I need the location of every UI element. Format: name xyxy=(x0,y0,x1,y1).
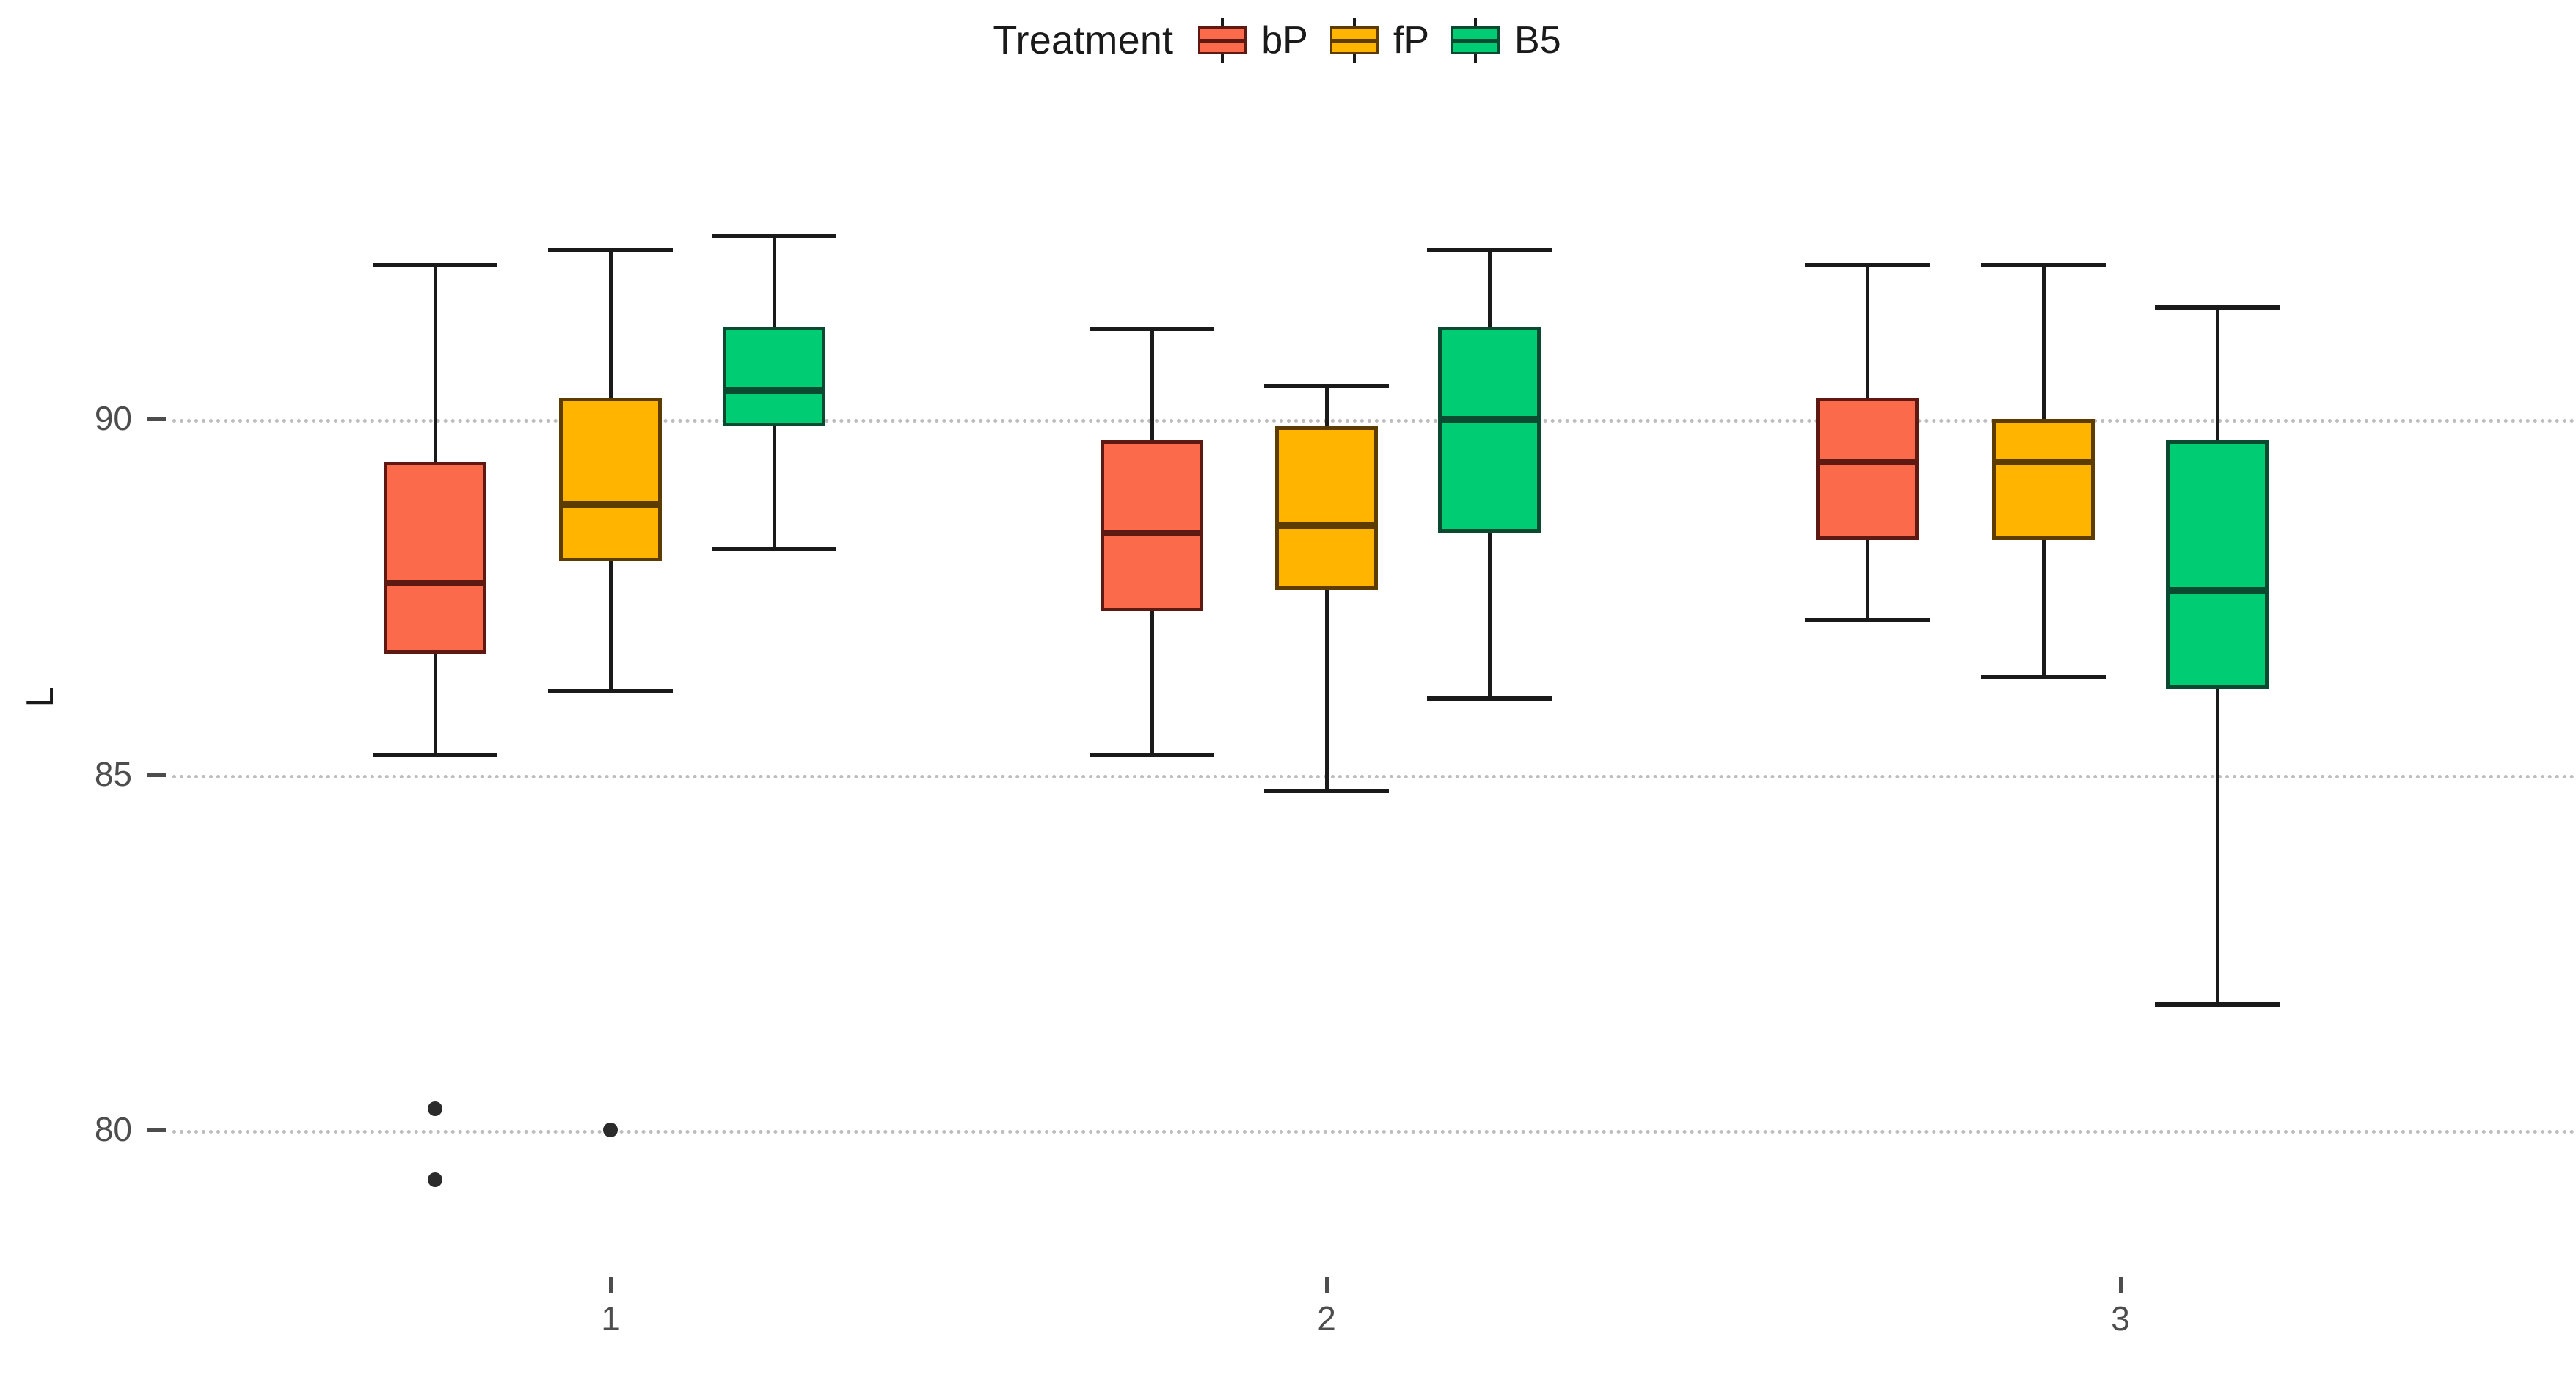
y-tick-label-90: 90 xyxy=(94,399,132,437)
median-line xyxy=(1438,416,1541,423)
whisker-upper xyxy=(1866,262,1869,398)
whisker-cap-upper xyxy=(1264,383,1389,388)
median-line xyxy=(1992,459,2095,466)
box-iqr xyxy=(1992,419,2095,540)
whisker-upper xyxy=(1325,383,1329,426)
x-tick-mark-3 xyxy=(2119,1277,2123,1293)
y-tick-label-80: 80 xyxy=(94,1110,132,1148)
median-line xyxy=(1101,530,1203,537)
whisker-cap-lower xyxy=(548,689,673,694)
whisker-lower xyxy=(773,426,776,547)
whisker-lower xyxy=(609,561,613,690)
legend-entry-B5[interactable]: B5 xyxy=(1451,18,1561,63)
legend-title: Treatment xyxy=(993,18,1174,62)
box-iqr xyxy=(1816,397,1919,540)
outlier-point xyxy=(603,1123,618,1137)
whisker-cap-lower xyxy=(1090,753,1214,758)
whisker-lower xyxy=(1488,533,1492,696)
x-tick-label-1: 1 xyxy=(601,1299,620,1338)
whisker-upper xyxy=(1488,248,1492,327)
whisker-cap-lower xyxy=(1427,696,1552,701)
outlier-point xyxy=(428,1172,442,1187)
whisker-lower xyxy=(434,653,437,754)
box-iqr xyxy=(559,397,662,561)
legend-label-fP: fP xyxy=(1393,19,1430,62)
box-iqr xyxy=(1275,426,1378,590)
box-iqr xyxy=(1101,440,1203,611)
whisker-lower xyxy=(1866,539,1869,619)
whisker-lower xyxy=(2216,689,2219,1002)
legend-entry-fP[interactable]: fP xyxy=(1329,18,1430,63)
x-tick-mark-2 xyxy=(1325,1277,1329,1293)
whisker-cap-lower xyxy=(1981,674,2106,679)
legend-entries: bP fP B5 xyxy=(1198,18,1583,63)
whisker-cap-lower xyxy=(2155,1002,2280,1007)
legend-key-icon-B5 xyxy=(1451,18,1500,63)
whisker-cap-lower xyxy=(1264,788,1389,793)
gridline-y-85 xyxy=(172,774,2576,778)
box-iqr xyxy=(2166,440,2269,690)
whisker-upper xyxy=(434,262,437,462)
gridline-y-80 xyxy=(172,1130,2576,1134)
median-line xyxy=(559,501,662,508)
box-iqr xyxy=(1438,327,1541,533)
x-tick-mark-1 xyxy=(609,1277,613,1293)
whisker-cap-lower xyxy=(1805,618,1930,623)
whisker-cap-upper xyxy=(548,248,673,253)
whisker-lower xyxy=(2042,539,2046,675)
gridline-y-90 xyxy=(172,419,2576,423)
median-line xyxy=(1275,522,1378,530)
median-line xyxy=(2166,586,2269,594)
legend-label-bP: bP xyxy=(1261,19,1308,62)
whisker-upper xyxy=(2042,262,2046,419)
whisker-cap-lower xyxy=(373,753,497,758)
whisker-upper xyxy=(2216,304,2219,441)
whisker-upper xyxy=(1150,327,1154,441)
legend: Treatment bP fP B5 xyxy=(0,0,2576,81)
whisker-cap-upper xyxy=(1427,248,1552,253)
whisker-cap-upper xyxy=(1981,262,2106,267)
legend-key-icon-bP xyxy=(1198,18,1247,63)
y-tick-mark-90 xyxy=(147,417,166,421)
legend-entry-bP[interactable]: bP xyxy=(1198,18,1308,63)
y-tick-label-85: 85 xyxy=(94,754,132,793)
legend-label-B5: B5 xyxy=(1514,19,1561,62)
y-axis-title: L xyxy=(19,686,62,708)
y-tick-mark-80 xyxy=(147,1128,166,1132)
median-line xyxy=(723,387,825,395)
whisker-cap-lower xyxy=(712,547,836,552)
outlier-point xyxy=(428,1101,442,1116)
x-tick-label-2: 2 xyxy=(1317,1299,1336,1338)
whisker-cap-upper xyxy=(2155,304,2280,310)
x-tick-label-3: 3 xyxy=(2111,1299,2130,1338)
whisker-lower xyxy=(1150,610,1154,754)
whisker-cap-upper xyxy=(1805,262,1930,267)
median-line xyxy=(1816,459,1919,466)
whisker-cap-upper xyxy=(373,262,497,267)
whisker-cap-upper xyxy=(712,234,836,239)
box-iqr xyxy=(384,462,486,654)
median-line xyxy=(384,579,486,586)
y-tick-mark-85 xyxy=(147,773,166,777)
box-iqr xyxy=(723,327,825,426)
whisker-lower xyxy=(1325,589,1329,789)
legend-key-icon-fP xyxy=(1329,18,1379,63)
whisker-upper xyxy=(609,248,613,398)
whisker-cap-upper xyxy=(1090,327,1214,332)
whisker-upper xyxy=(773,234,776,327)
